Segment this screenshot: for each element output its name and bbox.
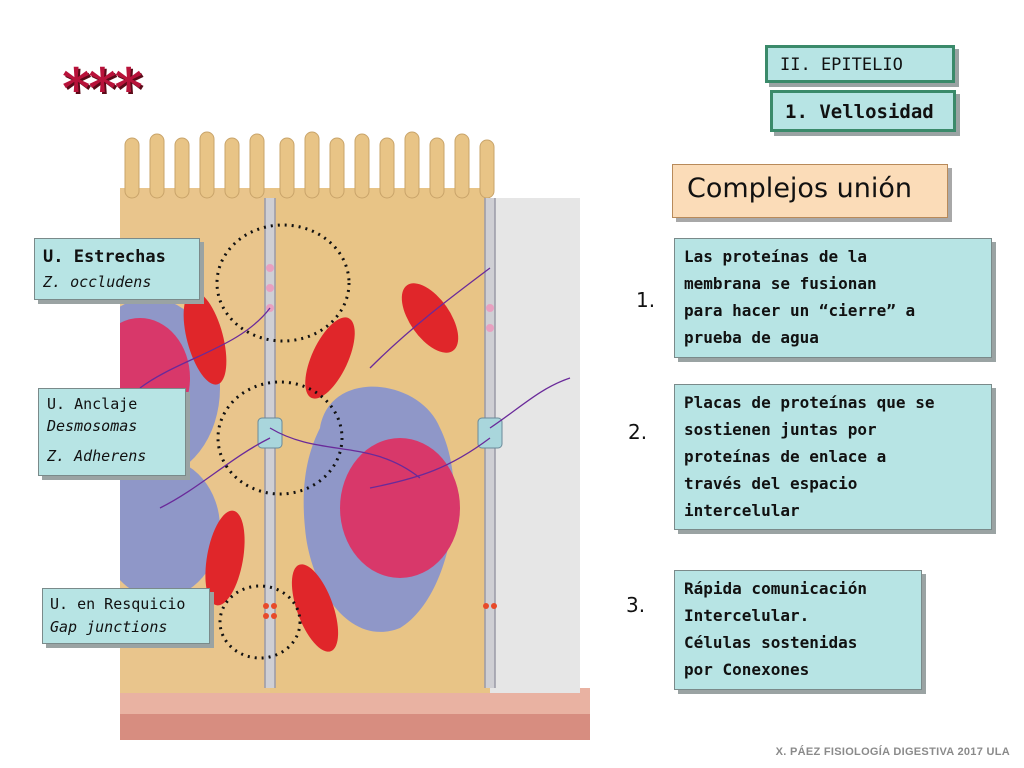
section-text: II. EPITELIO [780,55,903,75]
description-tight-junctions: Las proteínas de la membrana se fusionan… [674,238,992,358]
description-1-line-1: Las proteínas de la [684,247,868,266]
description-1-line-2: membrana se fusionan [684,274,877,293]
label-gap-junctions-name: U. en Resquicio [50,595,186,613]
description-3-line-1: Rápida comunicación [684,579,868,598]
footer-credit: X. PÁEZ FISIOLOGÍA DIGESTIVA 2017 ULA [775,746,1010,758]
description-1-line-3: para hacer un “cierre” a [684,301,916,320]
description-2-line-3: proteínas de enlace a [684,447,887,466]
number-3: 3. [626,593,646,617]
label-tight-junctions-zone: Z. occludens [43,273,152,291]
description-3-line-4: por Conexones [684,660,810,679]
label-tight-junctions: U. Estrechas Z. occludens [34,238,200,300]
page-title: Complejos unión [687,173,912,204]
epithelium-illustration [120,131,590,740]
description-3-line-3: Células sostenidas [684,633,858,652]
description-2-line-5: intercelular [684,501,800,520]
subsection-text: 1. Vellosidad [785,101,934,123]
description-2-line-4: través del espacio [684,474,858,493]
label-adherens-zone: Z. Adherens [47,447,147,465]
description-1-line-4: prueba de agua [684,328,819,347]
title-box: Complejos unión [672,164,948,218]
description-gap-junctions: Rápida comunicación Intercelular. Célula… [674,570,922,690]
label-anchoring-junctions-name: U. Anclaje [47,395,138,413]
number-1: 1. [636,288,656,312]
number-2: 2. [628,420,648,444]
label-gap-junctions-term: Gap junctions [50,618,168,636]
label-anchoring-junctions: U. Anclaje Desmosomas Z. Adherens [38,388,186,476]
importance-stars: *** [62,56,143,120]
label-gap-junctions: U. en Resquicio Gap junctions [42,588,210,644]
description-3-line-2: Intercelular. [684,606,810,625]
label-tight-junctions-name: U. Estrechas [43,247,166,267]
description-2-line-1: Placas de proteínas que se [684,393,935,412]
section-label: II. EPITELIO [765,45,955,83]
description-anchoring-junctions: Placas de proteínas que se sostienen jun… [674,384,992,530]
label-desmosomes: Desmosomas [47,417,138,435]
subsection-label: 1. Vellosidad [770,90,956,132]
description-2-line-2: sostienen juntas por [684,420,877,439]
